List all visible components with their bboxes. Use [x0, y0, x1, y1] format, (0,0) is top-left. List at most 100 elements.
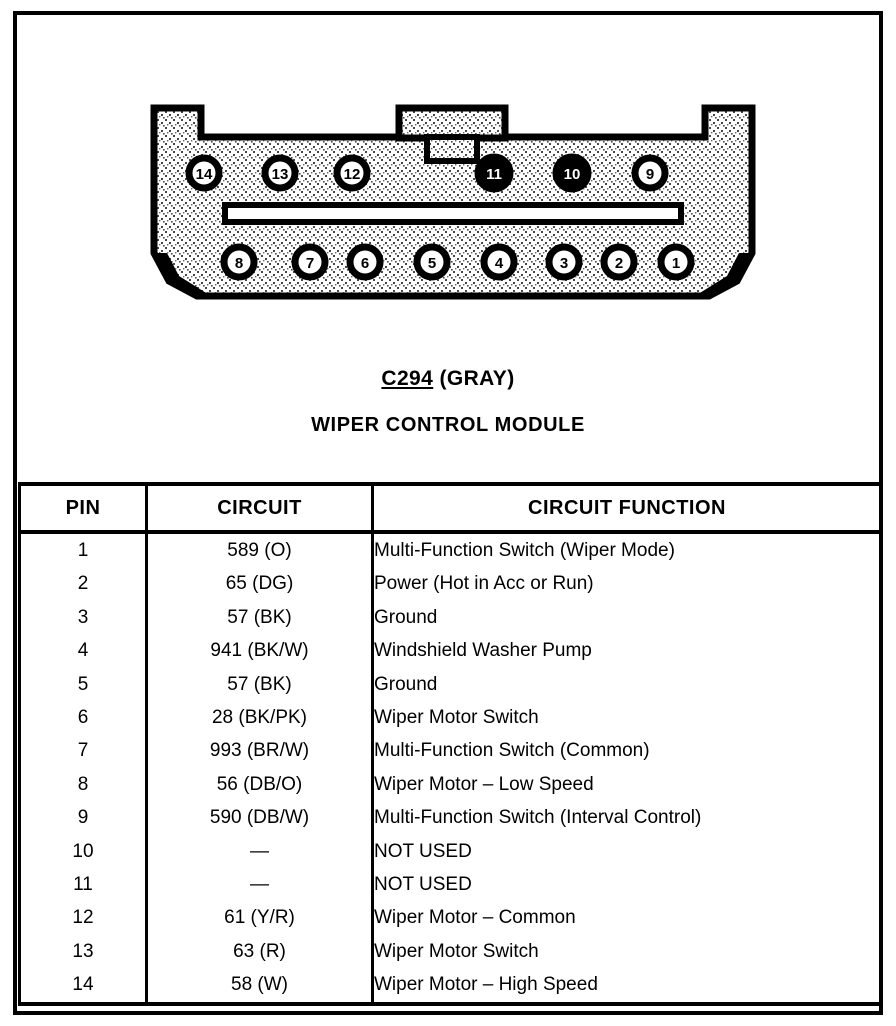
cell-pin: 10 — [18, 834, 148, 869]
cell-circuit: 57 (BK) — [145, 667, 374, 702]
table-row: 5 57 (BK) Ground — [18, 667, 883, 702]
cell-circuit: 993 (BR/W) — [145, 734, 374, 768]
cell-pin: 6 — [18, 701, 148, 735]
pin-cavity-3[interactable]: 3 — [545, 243, 583, 281]
connector-svg: 14 13 12 11 — [150, 104, 756, 300]
pin-label-13: 13 — [272, 166, 289, 183]
cell-circuit: 941 (BK/W) — [145, 634, 374, 668]
cell-circuit: 589 (O) — [145, 532, 374, 568]
pin-label-2: 2 — [615, 255, 623, 272]
table-row: 2 65 (DG) Power (Hot in Acc or Run) — [18, 567, 883, 601]
cell-circuit: 57 (BK) — [145, 600, 374, 635]
pin-cavity-10[interactable]: 10 — [552, 153, 592, 193]
cell-function: Wiper Motor – Common — [371, 901, 883, 935]
pin-label-10: 10 — [564, 166, 581, 183]
cell-function: Ground — [371, 600, 883, 635]
table-row: 4 941 (BK/W) Windshield Washer Pump — [18, 634, 883, 668]
pin-cavity-7[interactable]: 7 — [291, 243, 329, 281]
cell-pin: 12 — [18, 901, 148, 935]
cell-function: Multi-Function Switch (Interval Control) — [371, 801, 883, 835]
cell-circuit: 590 (DB/W) — [145, 801, 374, 835]
cell-circuit: — — [145, 868, 374, 902]
cell-circuit: 56 (DB/O) — [145, 767, 374, 802]
component-name: WIPER CONTROL MODULE — [311, 414, 585, 436]
table-row: 13 63 (R) Wiper Motor Switch — [18, 934, 883, 969]
connector-keying-slot — [222, 202, 684, 225]
cell-circuit: — — [145, 834, 374, 869]
pin-cavity-2[interactable]: 2 — [600, 243, 638, 281]
cell-circuit: 28 (BK/PK) — [145, 701, 374, 735]
connector-id: C294 — [381, 367, 434, 390]
pin-label-3: 3 — [560, 255, 568, 272]
cell-circuit: 63 (R) — [145, 934, 374, 969]
table-row: 10 — NOT USED — [18, 834, 883, 869]
pin-cavity-4[interactable]: 4 — [480, 243, 518, 281]
pin-cavity-8[interactable]: 8 — [220, 243, 258, 281]
bottom-left-chamfer — [154, 253, 211, 296]
pinout-table-wrap: PIN CIRCUIT CIRCUIT FUNCTION 1 589 (O) M… — [17, 482, 883, 1006]
pin-label-1: 1 — [672, 255, 680, 272]
cell-pin: 4 — [18, 634, 148, 668]
connector-face-view: 14 13 12 11 — [149, 103, 757, 301]
bottom-row-pins: 8 7 6 5 4 — [220, 243, 695, 281]
pin-label-8: 8 — [235, 255, 243, 272]
diagram-page: 14 13 12 11 — [13, 11, 883, 1015]
pinout-table: PIN CIRCUIT CIRCUIT FUNCTION 1 589 (O) M… — [18, 482, 883, 1006]
pin-label-12: 12 — [344, 166, 361, 183]
cell-pin: 13 — [18, 934, 148, 969]
pin-cavity-5[interactable]: 5 — [413, 243, 451, 281]
cell-pin: 11 — [18, 868, 148, 902]
pin-label-6: 6 — [361, 255, 369, 272]
table-row: 14 58 (W) Wiper Motor – High Speed — [18, 968, 883, 1006]
cell-pin: 8 — [18, 767, 148, 802]
table-row: 12 61 (Y/R) Wiper Motor – Common — [18, 901, 883, 935]
cell-pin: 5 — [18, 667, 148, 702]
connector-diagram-area: 14 13 12 11 — [17, 15, 879, 436]
cell-circuit: 65 (DG) — [145, 567, 374, 601]
pin-label-4: 4 — [495, 255, 504, 272]
cell-function: NOT USED — [371, 834, 883, 869]
table-row: 1 589 (O) Multi-Function Switch (Wiper M… — [18, 532, 883, 568]
cell-function: Power (Hot in Acc or Run) — [371, 567, 883, 601]
pin-cavity-13[interactable]: 13 — [261, 154, 299, 192]
header-circuit: CIRCUIT — [145, 482, 374, 534]
pin-cavity-6[interactable]: 6 — [346, 243, 384, 281]
table-row: 11 — NOT USED — [18, 868, 883, 902]
pin-label-14: 14 — [196, 166, 213, 183]
pin-label-11: 11 — [486, 166, 502, 183]
table-row: 6 28 (BK/PK) Wiper Motor Switch — [18, 701, 883, 735]
connector-color: (GRAY) — [439, 367, 515, 390]
cell-pin: 2 — [18, 567, 148, 601]
cell-pin: 7 — [18, 734, 148, 768]
cell-function: Wiper Motor Switch — [371, 934, 883, 969]
cell-function: Multi-Function Switch (Wiper Mode) — [371, 532, 883, 568]
table-header-row: PIN CIRCUIT CIRCUIT FUNCTION — [18, 482, 883, 534]
cell-pin: 3 — [18, 600, 148, 635]
cell-circuit: 58 (W) — [145, 968, 374, 1006]
pin-cavity-1[interactable]: 1 — [657, 243, 695, 281]
cell-function: Multi-Function Switch (Common) — [371, 734, 883, 768]
table-row: 7 993 (BR/W) Multi-Function Switch (Comm… — [18, 734, 883, 768]
pin-label-7: 7 — [306, 255, 314, 272]
cell-pin: 9 — [18, 801, 148, 835]
table-row: 3 57 (BK) Ground — [18, 600, 883, 635]
cell-pin: 14 — [18, 968, 148, 1006]
cell-function: NOT USED — [371, 868, 883, 902]
table-row: 9 590 (DB/W) Multi-Function Switch (Inte… — [18, 801, 883, 835]
cell-function: Wiper Motor – High Speed — [371, 968, 883, 1006]
header-pin: PIN — [18, 482, 148, 534]
connector-tab-notch — [424, 134, 480, 164]
pin-cavity-11[interactable]: 11 — [474, 153, 514, 193]
connector-caption: C294 (GRAY) — [17, 367, 879, 391]
pin-cavity-14[interactable]: 14 — [185, 154, 223, 192]
cell-pin: 1 — [18, 532, 148, 568]
cell-function: Windshield Washer Pump — [371, 634, 883, 668]
header-circuit-function: CIRCUIT FUNCTION — [371, 482, 883, 534]
cell-function: Wiper Motor – Low Speed — [371, 767, 883, 802]
cell-circuit: 61 (Y/R) — [145, 901, 374, 935]
top-row-pins: 14 13 12 11 — [185, 153, 669, 193]
connector-top-tab — [395, 104, 509, 142]
pin-cavity-9[interactable]: 9 — [631, 154, 669, 192]
pin-label-9: 9 — [646, 166, 654, 183]
pin-cavity-12[interactable]: 12 — [333, 154, 371, 192]
